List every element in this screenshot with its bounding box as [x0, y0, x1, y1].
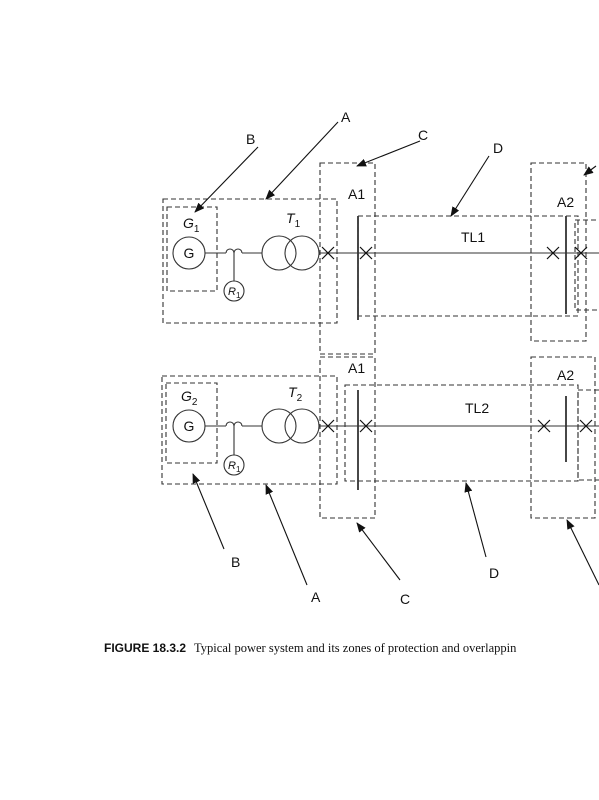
resistor-2-label: R1: [228, 460, 241, 474]
zone-partial-top-right: [574, 219, 599, 311]
zone-c-a2-bottom: [530, 356, 596, 519]
transformer-2-primary: [261, 408, 297, 444]
breaker-icon: [574, 246, 588, 260]
transformer-1-primary: [261, 235, 297, 271]
arrow-b-top: [194, 146, 259, 213]
breaker-icon: [359, 246, 373, 260]
generator-2-label: G2: [181, 388, 198, 408]
generator-1-symbol: G: [184, 245, 195, 261]
line-label-tl2: TL2: [465, 400, 489, 416]
figure-caption: FIGURE 18.3.2 Typical power system and it…: [104, 641, 599, 656]
zone-label-a2-bottom: A2: [557, 367, 574, 383]
zone-b-gen2: [165, 382, 218, 464]
current-transformer-2: [225, 421, 243, 427]
generator-1-label: G1: [183, 215, 200, 235]
zone-d-tl2: [344, 384, 579, 482]
arrow-c-bottom: [356, 522, 401, 581]
resistor-1-label: R1: [228, 286, 241, 300]
zone-label-a-bottom: A: [311, 589, 321, 605]
zone-b-gen1: [166, 206, 218, 292]
zone-partial-bottom-right: [577, 389, 599, 481]
zone-label-c-bottom: C: [400, 591, 410, 607]
resistor-1: [223, 280, 245, 302]
arrow-right-top: [583, 165, 597, 176]
breaker-icon: [321, 419, 335, 433]
arrow-a-bottom: [265, 484, 308, 586]
breaker-icon: [359, 419, 373, 433]
zone-label-a1-bottom: A1: [348, 360, 365, 376]
breaker-icon: [321, 246, 335, 260]
zone-c-a1-bottom: [319, 356, 376, 519]
transformer-1-secondary: [284, 235, 320, 271]
zone-label-a2-top: A2: [557, 194, 574, 210]
zone-c-a2-top: [530, 162, 587, 342]
arrow-c-top: [356, 140, 421, 167]
zone-label-d-top: D: [493, 140, 503, 156]
arrow-d-bottom: [464, 482, 487, 558]
arrow-d-top: [450, 155, 490, 217]
zone-label-a-top: A: [341, 109, 351, 125]
zone-label-a1-top: A1: [348, 186, 365, 202]
transformer-2-label: T2: [288, 384, 303, 404]
generator-2-symbol: G: [184, 418, 195, 434]
zone-a-gen1: [162, 198, 338, 324]
line-label-tl1: TL1: [461, 229, 485, 245]
zone-c-a1-top: [319, 162, 376, 355]
arrow-b-bottom: [192, 473, 225, 550]
figure-caption-text: Typical power system and its zones of pr…: [194, 641, 517, 655]
zone-a-gen2: [161, 375, 338, 485]
breaker-icon: [579, 419, 593, 433]
breaker-icon: [546, 246, 560, 260]
zone-label-c-top: C: [418, 127, 428, 143]
current-transformer-1: [225, 248, 243, 254]
figure-number: FIGURE 18.3.2: [104, 641, 187, 655]
resistor-2: [223, 454, 245, 476]
transformer-2-secondary: [284, 408, 320, 444]
arrow-right-bottom: [566, 519, 599, 586]
breaker-icon: [537, 419, 551, 433]
transformer-1-label: T1: [286, 210, 301, 230]
zone-label-b-top: B: [246, 131, 255, 147]
arrow-a-top: [265, 121, 339, 200]
zone-label-d-bottom: D: [489, 565, 499, 581]
zone-label-b-bottom: B: [231, 554, 240, 570]
